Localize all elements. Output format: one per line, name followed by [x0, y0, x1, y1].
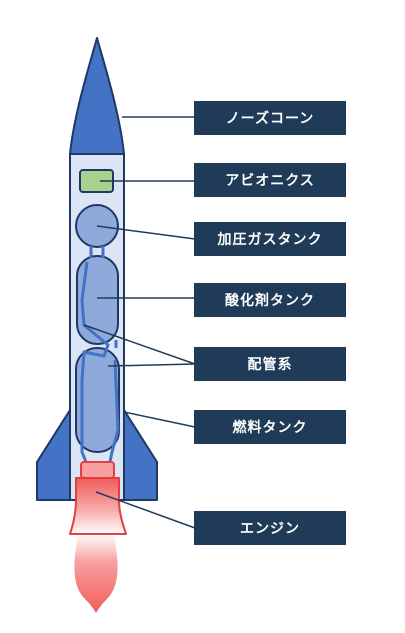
label-engine: エンジン — [194, 511, 346, 545]
leader-lines — [83, 116, 196, 529]
label-pressurant-tank: 加圧ガスタンク — [194, 222, 346, 256]
right-fin — [123, 409, 158, 501]
engine-nozzle — [69, 477, 127, 535]
plumbing-line-1 — [80, 246, 110, 463]
leader-engine — [95, 491, 196, 529]
label-plumbing: 配管系 — [194, 347, 346, 381]
engine-flame — [74, 534, 118, 613]
left-fin — [36, 409, 71, 501]
oxidizer-tank — [76, 255, 119, 345]
leader-fuel — [123, 411, 196, 428]
label-fuel-tank: 燃料タンク — [194, 410, 346, 444]
label-nose-cone: ノーズコーン — [194, 101, 346, 135]
nose-cone — [69, 37, 125, 155]
fuel-tank — [75, 347, 120, 453]
label-oxidizer-tank: 酸化剤タンク — [194, 283, 346, 317]
engine-chamber — [80, 461, 115, 479]
leader-pressurant — [96, 225, 196, 240]
label-avionics: アビオニクス — [194, 163, 346, 197]
leader-plumbing-1 — [83, 324, 196, 365]
leader-plumbing-2 — [107, 363, 196, 367]
plumbing-line-2 — [101, 246, 120, 463]
